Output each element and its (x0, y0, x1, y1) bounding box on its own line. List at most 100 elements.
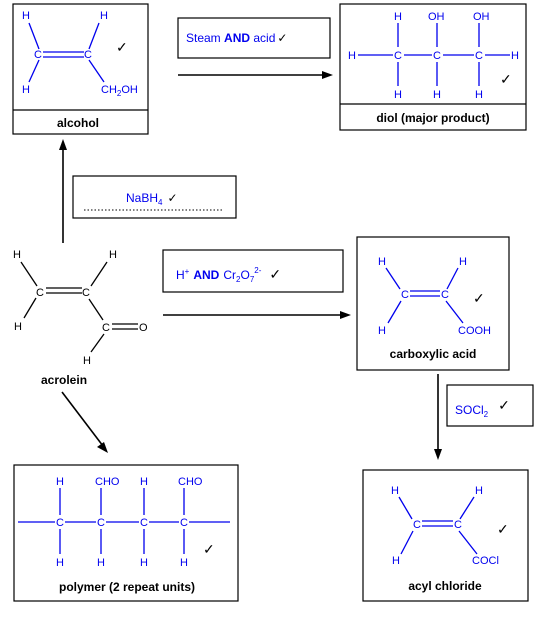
acrolein-atom-h2: H (109, 249, 117, 261)
polymer-atom-h-bot1: H (56, 557, 64, 569)
diol-atom-c1: C (394, 50, 402, 62)
polymer-atom-h-top2: H (140, 476, 148, 488)
polymer-atom-c3: C (140, 517, 148, 529)
polymer-label: polymer (2 repeat units) (59, 580, 195, 594)
alcohol-bond-h2 (28, 59, 40, 83)
acid-atom-h1: H (378, 256, 386, 268)
acrolein-bond-h2 (90, 261, 108, 287)
socl2-arrow-head (434, 449, 442, 460)
acrolein-bond-h4 (90, 333, 105, 353)
acyl-bond-cocl (458, 530, 478, 555)
acyl-bond-h1 (398, 496, 413, 520)
diol-atom-h-bot2: H (433, 89, 441, 101)
nabh4-reagent-box (72, 175, 237, 219)
acrolein-structure: H H C C H C O H acrolein (13, 249, 148, 387)
alcohol-bond-h1 (28, 22, 40, 50)
acyl-atom-h2: H (475, 485, 483, 497)
diol-label: diol (major product) (376, 111, 489, 125)
acrolein-bond-c3 (88, 298, 104, 321)
acid-tick: ✓ (473, 290, 485, 306)
acid-atom-c2: C (441, 289, 449, 301)
alcohol-atom-c2: C (84, 49, 92, 61)
acyl-bond-h2 (459, 496, 475, 520)
diol-atom-h-bot1: H (394, 89, 402, 101)
polymer-atom-c2: C (97, 517, 105, 529)
socl2-reagent-text: SOCl2✓ (455, 397, 510, 419)
carboxylic-acid-label: carboxylic acid (390, 347, 477, 361)
acrolein-atom-c3: C (102, 322, 110, 334)
acyl-tick: ✓ (497, 521, 509, 537)
polymer-panel: H CHO H CHO C C C C H H H H ✓ polymer (2… (13, 464, 239, 602)
acyl-chloride-label: acyl chloride (408, 579, 482, 593)
alcohol-panel: C C H H H CH2OH ✓ alcohol (12, 3, 149, 135)
oxidation-reagent-box (162, 249, 344, 293)
acrolein-atom-c2: C (82, 287, 90, 299)
nabh4-arrow-head (59, 139, 67, 150)
acid-cooh: COOH (458, 325, 491, 337)
acrolein-atom-h3: H (14, 321, 22, 333)
polymer-atom-c4: C (180, 517, 188, 529)
steam-reagent-text: Steam AND acid✓ (186, 31, 287, 45)
acyl-atom-c2: C (454, 519, 462, 531)
polymer-atom-c1: C (56, 517, 64, 529)
polymer-atom-h-bot2: H (97, 557, 105, 569)
nabh4-reagent-text: NaBH4✓ (126, 191, 178, 207)
alcohol-atom-h3: H (100, 10, 108, 22)
diol-atom-h-right: H (511, 50, 519, 62)
alcohol-atom-c1: C (34, 49, 42, 61)
diol-atom-c3: C (475, 50, 483, 62)
diol-atom-c2: C (433, 50, 441, 62)
diol-atom-oh1: OH (428, 11, 445, 23)
steam-reagent-box (177, 17, 331, 59)
diol-atom-oh2: OH (473, 11, 490, 23)
acid-bond-cooh (445, 300, 464, 324)
socl2-step: SOCl2✓ (434, 374, 534, 460)
alcohol-label: alcohol (57, 116, 99, 130)
acyl-atom-h3: H (392, 555, 400, 567)
polymer-atom-cho1: CHO (95, 476, 120, 488)
polymer-arrow-head (97, 442, 108, 453)
polymer-atom-cho2: CHO (178, 476, 203, 488)
acyl-atom-h1: H (391, 485, 399, 497)
acyl-cocl: COCl (472, 555, 499, 567)
acrolein-atom-h4: H (83, 355, 91, 367)
diol-box (339, 3, 527, 131)
polymer-atom-h-bot4: H (180, 557, 188, 569)
alcohol-ch2oh: CH2OH (101, 84, 138, 98)
carboxylic-acid-box (356, 236, 510, 371)
acrolein-bond-h1 (20, 261, 38, 287)
acyl-bond-h3 (400, 530, 414, 555)
alcohol-tick: ✓ (116, 39, 128, 55)
steam-reagent-panel: Steam AND acid✓ (177, 17, 333, 79)
acrolein-atom-o: O (139, 322, 148, 334)
diol-atom-h-bot3: H (475, 89, 483, 101)
alcohol-bond-h3 (88, 22, 100, 50)
alcohol-bond-ch2oh (88, 59, 105, 83)
carboxylic-acid-panel: H H C C H COOH ✓ carboxylic acid (356, 236, 510, 371)
polymer-atom-h-bot3: H (140, 557, 148, 569)
acrolein-label: acrolein (41, 373, 87, 387)
steam-arrow-head (322, 71, 333, 79)
diol-panel: H C C C H H OH OH H H H ✓ diol (major pr… (339, 3, 527, 131)
acid-atom-h2: H (459, 256, 467, 268)
diol-atom-h-left: H (348, 50, 356, 62)
polymer-box (13, 464, 239, 602)
acyl-chloride-box (362, 469, 529, 602)
alcohol-atom-h1: H (22, 10, 30, 22)
alcohol-atom-h2: H (22, 84, 30, 96)
diol-tick: ✓ (500, 71, 512, 87)
acid-bond-h2 (446, 267, 459, 290)
acrolein-bond-h3 (23, 297, 37, 319)
acid-bond-h1 (385, 267, 401, 290)
diol-atom-h-top1: H (394, 11, 402, 23)
acrolein-atom-h1: H (13, 249, 21, 261)
polymer-tick: ✓ (203, 541, 215, 557)
acyl-atom-c1: C (413, 519, 421, 531)
acid-atom-h3: H (378, 325, 386, 337)
oxidation-arrow-head (340, 311, 351, 319)
socl2-reagent-box (446, 384, 534, 427)
nabh4-step: NaBH4✓ (59, 139, 237, 243)
